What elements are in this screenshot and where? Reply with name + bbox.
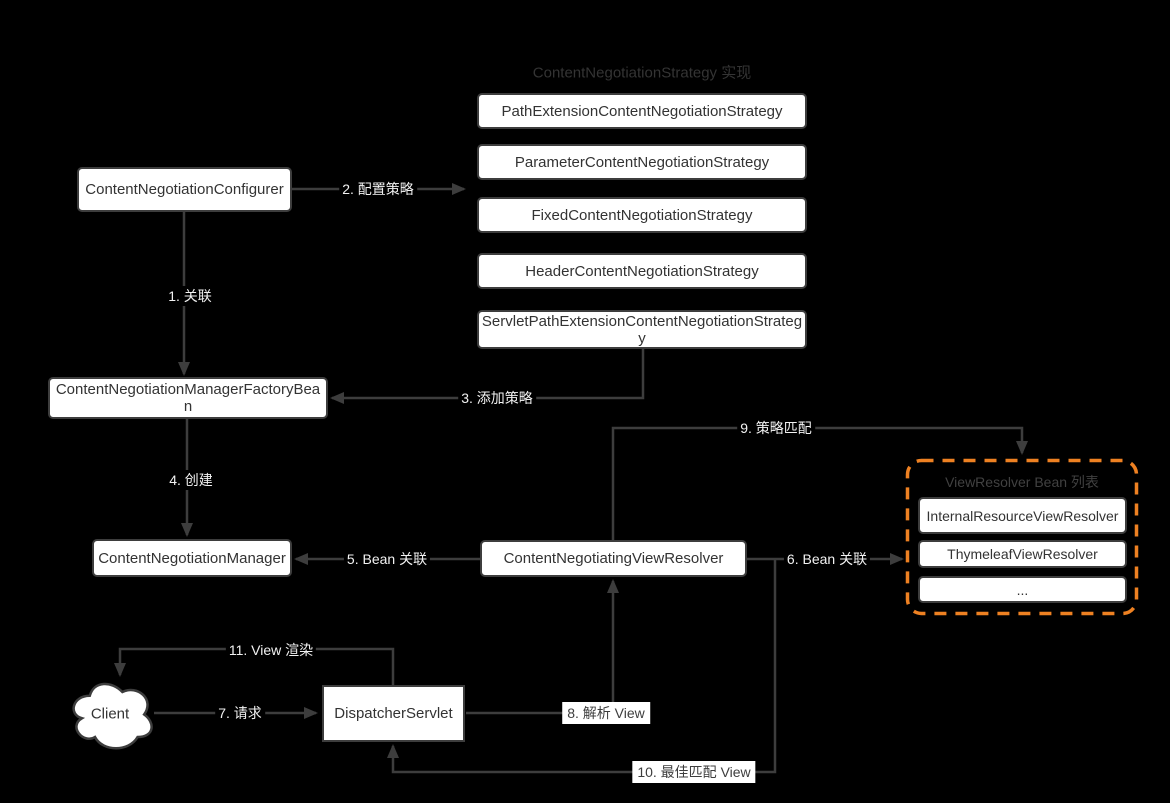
node-content-negotiation-configurer: ContentNegotiationConfigurer (77, 167, 292, 212)
node-manager-factory-bean: ContentNegotiationManagerFactoryBean (48, 377, 328, 419)
edge-label-best-match-view: 10. 最佳匹配 View (632, 761, 756, 783)
edge-label-bean-relate-left: 5. Bean 关联 (343, 549, 431, 569)
node-parameter-strategy: ParameterContentNegotiationStrategy (477, 144, 807, 180)
node-dispatcher-servlet: DispatcherServlet (322, 685, 465, 742)
node-servlet-path-extension-strategy: ServletPathExtensionContentNegotiationSt… (477, 310, 807, 349)
edge-add-strategy (330, 349, 645, 404)
edge-label-strategy-match: 9. 策略匹配 (737, 418, 815, 438)
node-content-negotiation-manager: ContentNegotiationManager (92, 539, 292, 577)
edge-resolve-view (466, 579, 619, 715)
edge-label-add-strategy: 3. 添加策略 (458, 388, 536, 408)
edge-label-configure-strategy: 2. 配置策略 (339, 179, 417, 199)
edge-best-match-view (387, 560, 777, 774)
edge-label-create: 4. 创建 (166, 470, 216, 490)
edge-label-bean-relate-right: 6. Bean 关联 (783, 549, 871, 569)
viewresolver-list-title: ViewResolver Bean 列表 (945, 474, 1099, 490)
node-path-extension-strategy: PathExtensionContentNegotiationStrategy (477, 93, 807, 129)
edge-label-request: 7. 请求 (215, 703, 265, 723)
node-fixed-strategy: FixedContentNegotiationStrategy (477, 197, 807, 233)
edge-label-relate: 1. 关联 (165, 286, 215, 306)
node-content-negotiating-view-resolver: ContentNegotiatingViewResolver (480, 540, 747, 577)
node-ellipsis-view-resolver: ... (918, 576, 1127, 603)
client-cloud-shape (72, 682, 153, 750)
node-header-strategy: HeaderContentNegotiationStrategy (477, 253, 807, 289)
edge-label-resolve-view: 8. 解析 View (562, 702, 650, 724)
edge-label-view-render: 11. View 渲染 (225, 640, 317, 660)
node-thymeleaf-view-resolver: ThymeleafViewResolver (918, 540, 1127, 568)
edge-strategy-match (611, 426, 1028, 540)
node-client-label: Client (90, 705, 130, 723)
viewresolver-list-border (905, 458, 1139, 616)
strategy-group-title: ContentNegotiationStrategy 实现 (532, 64, 752, 82)
node-internal-resource-view-resolver: InternalResourceViewResolver (918, 497, 1127, 534)
